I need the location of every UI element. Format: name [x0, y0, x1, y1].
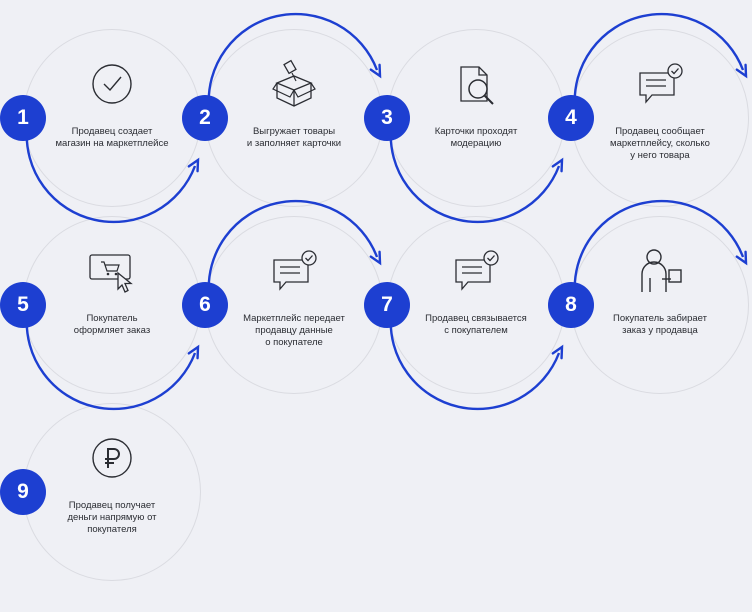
- step-number-badge: 3: [364, 95, 410, 141]
- step-label-line: Покупатель забирает: [613, 313, 707, 324]
- arrowhead: [369, 250, 382, 266]
- check-circle-icon: [92, 64, 132, 104]
- step-label-line: деньги напрямую от: [67, 512, 157, 523]
- connector-arrow: [25, 314, 197, 411]
- person-package-icon: [641, 249, 682, 292]
- step-number-badge: 2: [182, 95, 228, 141]
- connector-arrow: [207, 12, 379, 109]
- step-label-line: о покупателе: [265, 337, 323, 348]
- step-label-line: Продавец связывается: [425, 313, 527, 324]
- step-label-line: с покупателем: [444, 325, 508, 336]
- connector-arrow: [573, 199, 745, 296]
- step-label-line: модерацию: [450, 138, 502, 149]
- step-label-line: Покупатель: [86, 313, 138, 324]
- step-number-badge: 4: [548, 95, 594, 141]
- step-label-line: оформляет заказ: [73, 325, 151, 336]
- step-label-line: Маркетплейс передает: [243, 313, 345, 324]
- screen-cart-cursor-icon: [89, 254, 133, 293]
- arrowhead: [187, 344, 200, 360]
- message-check-icon: [639, 63, 683, 104]
- connector-arrow: [389, 314, 561, 411]
- arrowhead: [187, 157, 200, 173]
- step-label-line: заказ у продавца: [622, 325, 698, 336]
- step-number-badge: 1: [0, 95, 46, 141]
- connector-arrow: [25, 127, 197, 224]
- arrowhead: [551, 157, 564, 173]
- ruble-coin-icon: [92, 438, 132, 478]
- step-label-line: у него товара: [630, 150, 690, 161]
- step-label-line: Продавец получает: [68, 500, 156, 511]
- arrowhead: [369, 63, 382, 79]
- step-label-line: Продавец сообщает: [615, 126, 705, 137]
- step-number-badge: 6: [182, 282, 228, 328]
- step-label-line: покупателя: [87, 524, 137, 535]
- step-number-badge: 8: [548, 282, 594, 328]
- step-number-badge: 9: [0, 469, 46, 515]
- step-label-line: Карточки проходят: [434, 126, 518, 137]
- document-magnifier-icon: [460, 66, 494, 105]
- arrowhead: [735, 63, 748, 79]
- step-number-badge: 7: [364, 282, 410, 328]
- arrowhead: [551, 344, 564, 360]
- step-label-line: Выгружает товары: [252, 126, 336, 137]
- arrowhead: [735, 250, 748, 266]
- step-label-line: магазин на маркетплейсе: [55, 138, 169, 149]
- step-label-line: Продавец создает: [71, 126, 153, 137]
- box-with-tag-icon: [272, 59, 316, 107]
- connector-arrow: [573, 12, 745, 109]
- step-number-badge: 5: [0, 282, 46, 328]
- connector-arrow: [207, 199, 379, 296]
- step-label-line: маркетплейсу, сколько: [610, 138, 710, 149]
- message-check-icon: [455, 250, 499, 291]
- message-check-icon: [273, 250, 317, 291]
- step-label-line: и заполняет карточки: [246, 138, 342, 149]
- step-label-line: продавцу данные: [255, 325, 333, 336]
- connector-arrow: [389, 127, 561, 224]
